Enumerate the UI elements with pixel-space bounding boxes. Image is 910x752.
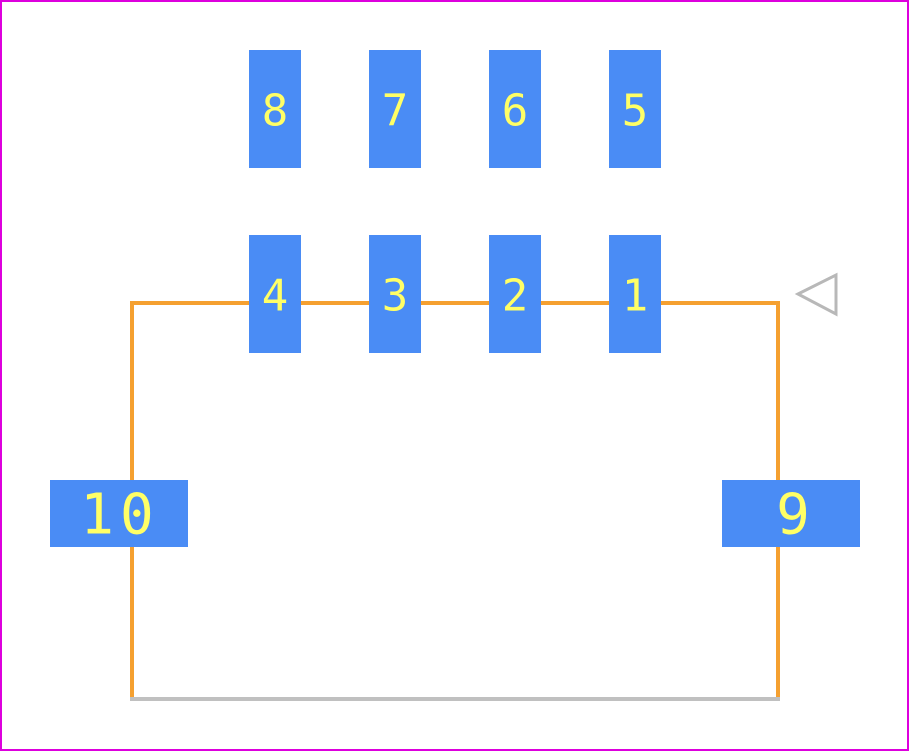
pad-label: 4 [262, 271, 289, 322]
pad-9[interactable]: 9 [722, 480, 860, 548]
pad-7[interactable]: 7 [369, 50, 421, 168]
pad-1[interactable]: 1 [609, 235, 661, 353]
pad-label: 2 [502, 271, 529, 322]
pad-label: 3 [382, 271, 409, 322]
triangle-left-icon [794, 272, 838, 317]
pad-label: 9 [776, 483, 810, 548]
pad-label: 5 [622, 86, 649, 137]
pad-5[interactable]: 5 [609, 50, 661, 168]
component-outline [130, 301, 780, 701]
outline-top-right [658, 301, 780, 699]
pad-label: 8 [262, 86, 289, 137]
pad-3[interactable]: 3 [369, 235, 421, 353]
pad-label: 7 [382, 86, 409, 137]
pad-label: 6 [502, 86, 529, 137]
outline-top-left [130, 301, 252, 699]
pad-2[interactable]: 2 [489, 235, 541, 353]
pad-6[interactable]: 6 [489, 50, 541, 168]
pad-4[interactable]: 4 [249, 235, 301, 353]
pad-label: 10 [80, 483, 159, 548]
pad-10[interactable]: 10 [50, 480, 188, 548]
pad-8[interactable]: 8 [249, 50, 301, 168]
pad-label: 1 [622, 271, 649, 322]
